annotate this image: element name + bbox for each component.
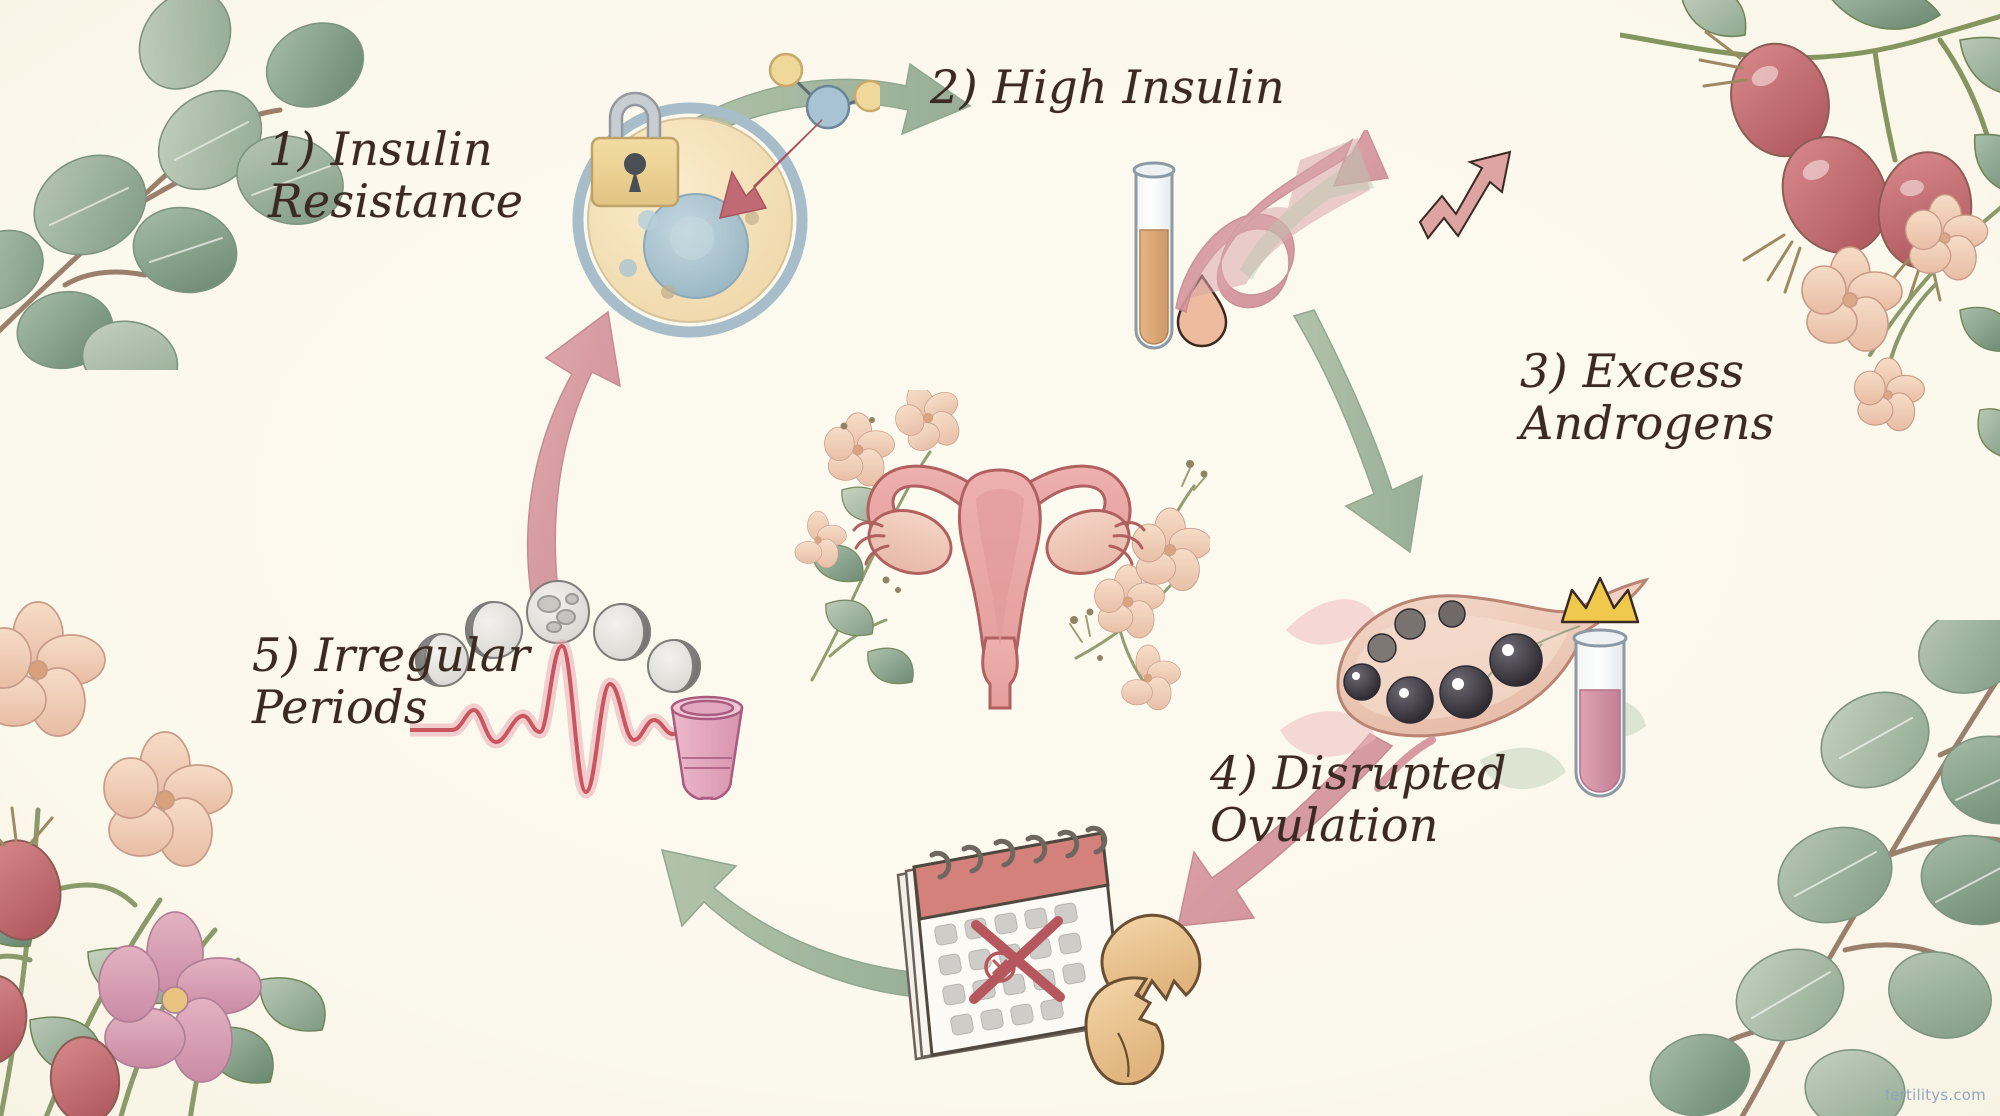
- test-tube-icon: [1132, 161, 1176, 350]
- uterus-illustration: [794, 390, 1210, 711]
- site-watermark: fertilitys.com: [1884, 1086, 1986, 1104]
- step-1-label: 1) Insulin Resistance: [268, 122, 524, 228]
- step-4-label: 4) Disrupted Ovulation: [1210, 746, 1507, 852]
- arrow-3-to-4: [1177, 733, 1394, 927]
- trend-up-icon: [1418, 150, 1512, 240]
- irregular-periods-illustration: [410, 580, 744, 800]
- step-2-label: 2) High Insulin: [930, 60, 1285, 114]
- step-5-label: 5) Irregular Periods: [252, 628, 531, 734]
- menstrual-cup-icon: [670, 695, 744, 800]
- arrow-5-to-1: [526, 310, 621, 631]
- blocked-arrow-icon: [718, 119, 823, 219]
- excess-androgens-illustration: [1280, 576, 1650, 798]
- floral-sprig-right: [1069, 460, 1210, 711]
- crossed-out-date-icon: [969, 916, 1065, 1004]
- calendar-icon: [896, 825, 1124, 1061]
- moon-phases-icon: [415, 580, 701, 693]
- arrow-2-to-3: [1292, 309, 1423, 554]
- crown-icon: [1560, 576, 1640, 624]
- cracked-egg-icon: [1084, 913, 1202, 1085]
- eucalyptus-branch-top-left: [0, 0, 365, 370]
- irregular-wave-icon: [410, 639, 717, 799]
- floral-sprig-left: [794, 390, 960, 685]
- disrupted-ovulation-illustration: [896, 825, 1202, 1085]
- step-3-label: 3) Excess Androgens: [1520, 344, 1775, 450]
- insulin-resistance-illustration: [572, 52, 880, 338]
- peach-blossom-sprig-right: [1801, 193, 2000, 457]
- rising-curve-arrow-icon: [1175, 130, 1390, 314]
- hormone-test-tube-icon: [1572, 628, 1628, 798]
- wildflower-cluster-bottom-left: [0, 601, 326, 1116]
- insulin-molecule-icon: [768, 52, 880, 130]
- arrow-4-to-5: [660, 849, 933, 999]
- eucalyptus-branch-bottom-right: [1649, 620, 2000, 1116]
- padlock-icon: [590, 91, 680, 208]
- rosehip-branch-top-right: [1620, 0, 2000, 304]
- high-insulin-illustration: [1132, 130, 1512, 350]
